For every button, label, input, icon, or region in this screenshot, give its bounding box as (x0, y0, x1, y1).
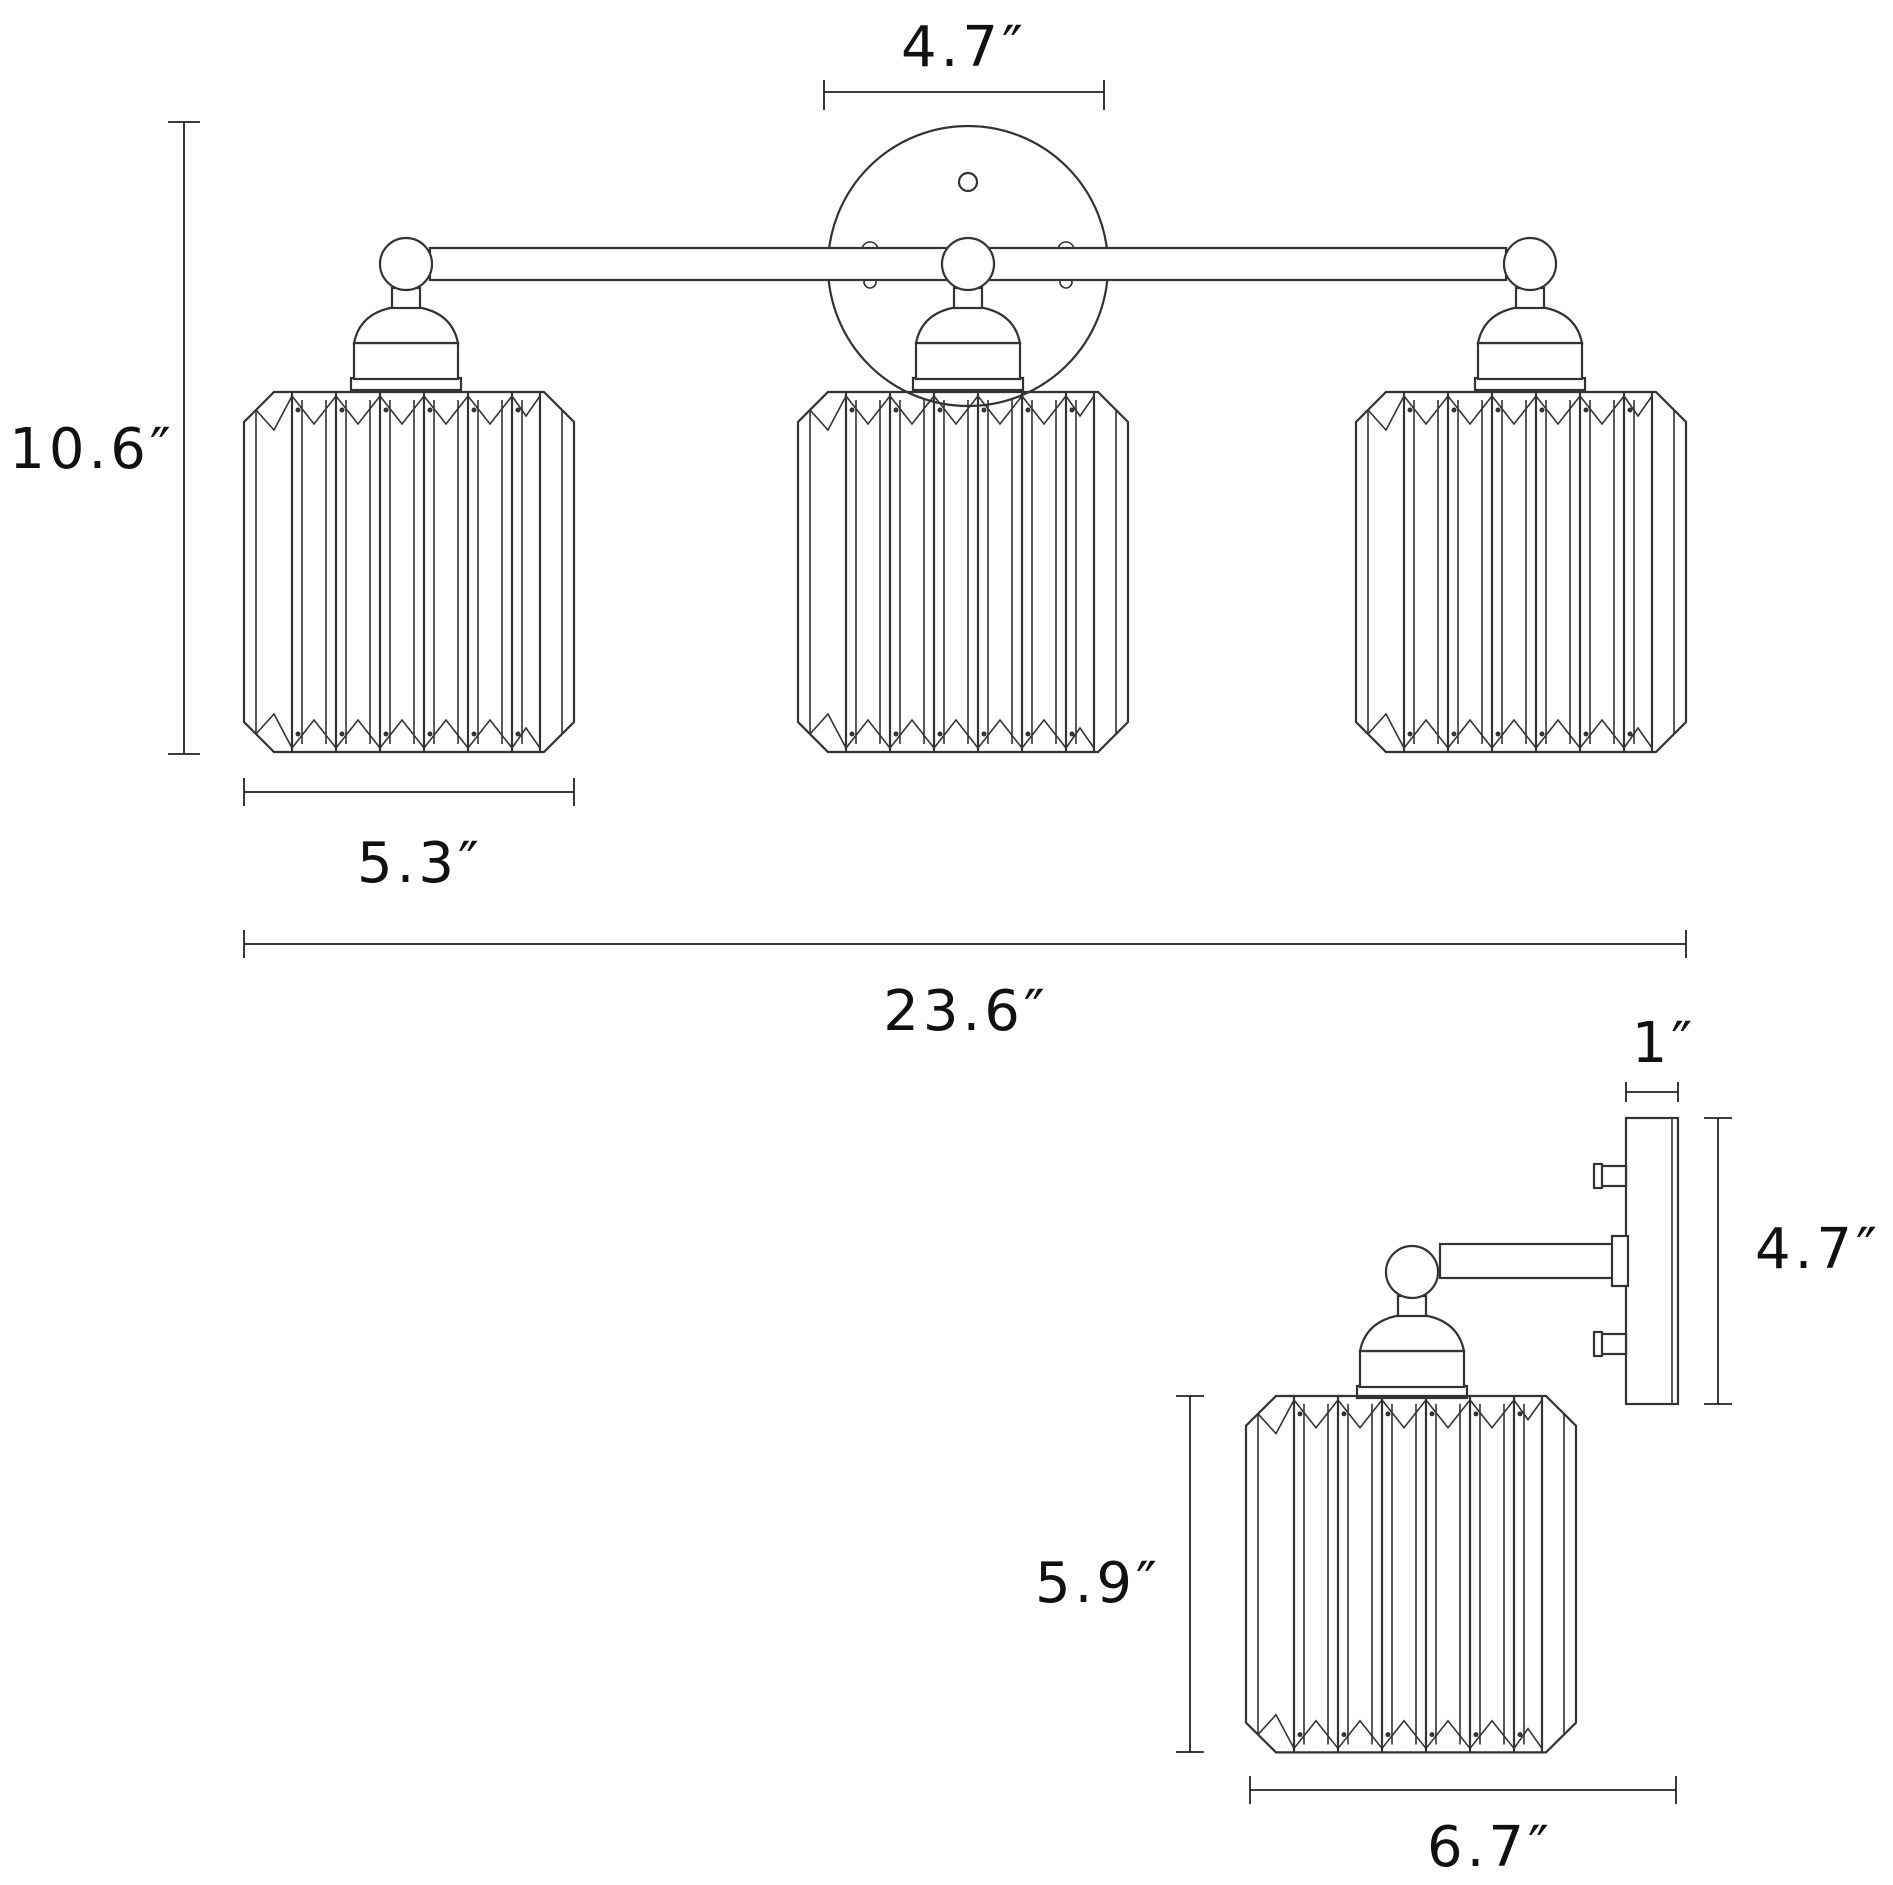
dim-overall-height: 10.6″ (9, 417, 175, 482)
center-shade (796, 390, 1130, 754)
side-view (1244, 1116, 1680, 1754)
side-arm (1438, 1242, 1628, 1280)
dimension-lines (168, 80, 1732, 1804)
dim-shade-height: 5.9″ (1035, 1551, 1161, 1616)
side-backplate (1624, 1116, 1680, 1406)
left-shade (242, 390, 576, 754)
dim-shade-width: 5.3″ (357, 831, 483, 896)
side-shade (1244, 1394, 1578, 1754)
dim-backplate-depth: 1″ (1632, 1011, 1697, 1076)
front-view (242, 124, 1688, 754)
dim-overall-width: 23.6″ (883, 979, 1049, 1044)
dim-backplate-width: 4.7″ (901, 15, 1027, 80)
dim-extension: 6.7″ (1427, 1815, 1553, 1880)
dim-backplate-height-side: 4.7″ (1755, 1217, 1881, 1282)
right-shade (1354, 390, 1688, 754)
